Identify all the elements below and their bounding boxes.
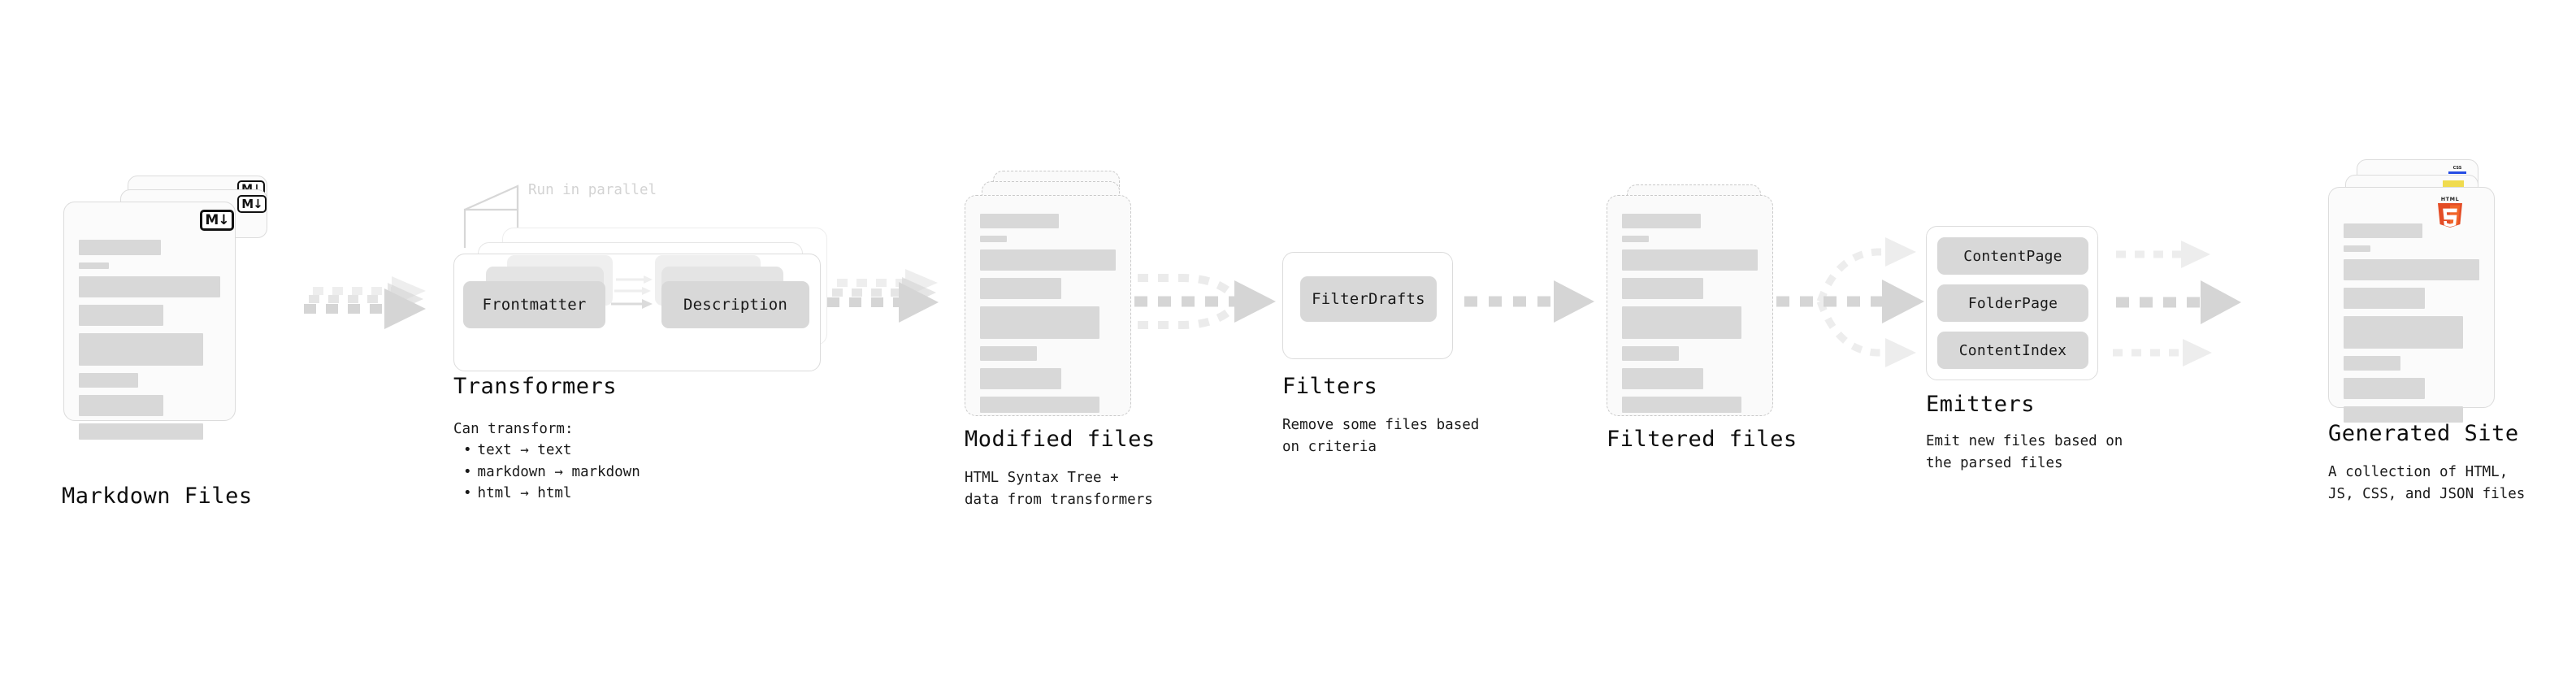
transformer-chip-description[interactable]: Description [661,281,809,328]
stage-markdown-files: M↓ M↓ M↓ Markdown Files [49,0,293,681]
content-bar [1622,214,1701,228]
stage-title-emitters: Emitters [1926,392,2036,417]
content-bar [2344,378,2426,399]
stage-subtitle-generated-site: A collection of HTML, JS, CSS, and JSON … [2328,464,2526,502]
stage-subtitle-transformers: Can transform: [453,421,574,437]
content-bar [79,305,164,326]
content-bar [2344,223,2422,238]
filtered-card-content [1622,214,1758,420]
content-bar [980,278,1062,299]
parallel-annotation: Run in parallel [528,182,657,198]
content-bar [1622,346,1680,361]
content-bar [79,395,164,416]
content-bar [980,397,1099,413]
stage-subtitle-modified-files: HTML Syntax Tree + data from transformer… [965,470,1153,508]
content-bar [2344,316,2463,349]
content-bar [1622,249,1758,271]
markdown-card-content [79,240,220,447]
stage-title-filtered-files: Filtered files [1607,427,1798,452]
css-badge-label: CSS [2452,166,2462,171]
content-bar [2344,288,2426,309]
filtered-card-front [1607,195,1773,416]
content-bar [2344,406,2463,423]
list-item: •text → text [463,442,572,458]
content-bar [1622,278,1704,299]
content-bar [980,249,1116,271]
css-badge: CSS [2448,164,2466,174]
stage-title-markdown-files: Markdown Files [62,484,253,509]
stage-title-filters: Filters [1282,374,1378,399]
content-bar [79,373,139,388]
content-bar [79,240,161,255]
content-bar [79,262,109,269]
content-bar [980,368,1062,389]
content-bar [2344,259,2479,280]
stage-transformers: Run in parallel Frontmatter Description [439,0,861,681]
content-bar [980,214,1059,228]
modified-card-content [980,214,1116,420]
site-card-content [2344,223,2479,430]
content-bar [1622,368,1704,389]
transformer-inner-arrows [611,275,653,309]
filter-chip-filterdrafts[interactable]: FilterDrafts [1300,276,1437,322]
content-bar [1622,397,1741,413]
content-bar [1622,306,1741,339]
stage-emitters: ContentPage FolderPage ContentIndex Emit… [1924,0,2233,681]
content-bar [980,306,1099,339]
css-badge-bar [2448,171,2466,174]
content-bar [980,346,1038,361]
list-item: •markdown → markdown [463,463,640,480]
content-bar [2344,245,2371,252]
content-bar [1622,236,1650,242]
html5-badge: HTML [2435,195,2465,229]
markdown-badge-back-1: M↓ [237,195,267,213]
markdown-card-front [63,202,236,440]
stage-modified-files: Modified files HTML Syntax Tree + data f… [943,0,1186,681]
transformers-capability-list: •text → text •markdown → markdown •html … [463,440,640,505]
stage-title-generated-site: Generated Site [2328,421,2519,446]
markdown-badge: M↓ [200,210,234,231]
content-bar [980,236,1008,242]
emitter-chip-folderpage[interactable]: FolderPage [1937,284,2088,322]
stage-title-modified-files: Modified files [965,427,1156,452]
stage-generated-site: CSS HTML G [2243,0,2568,681]
content-bar [79,423,204,440]
emitter-chip-contentpage[interactable]: ContentPage [1937,237,2088,275]
list-item: •html → html [463,485,572,502]
stage-subtitle-filters: Remove some files based on criteria [1282,417,1480,455]
stage-subtitle-emitters: Emit new files based on the parsed files [1926,433,2123,471]
stage-filtered-files: Filtered files [1593,0,1837,681]
js-badge [2443,180,2464,189]
site-card-front [2328,187,2495,423]
stage-filters: FilterDrafts Filters Remove some files b… [1268,0,1576,681]
content-bar [79,276,220,297]
content-bar [2344,356,2401,371]
svg-text:HTML: HTML [2441,196,2460,202]
content-bar [79,333,204,366]
emitter-chip-contentindex[interactable]: ContentIndex [1937,332,2088,369]
transformer-chip-frontmatter[interactable]: Frontmatter [463,281,605,328]
modified-card-front [965,195,1131,416]
stage-title-transformers: Transformers [453,374,618,399]
